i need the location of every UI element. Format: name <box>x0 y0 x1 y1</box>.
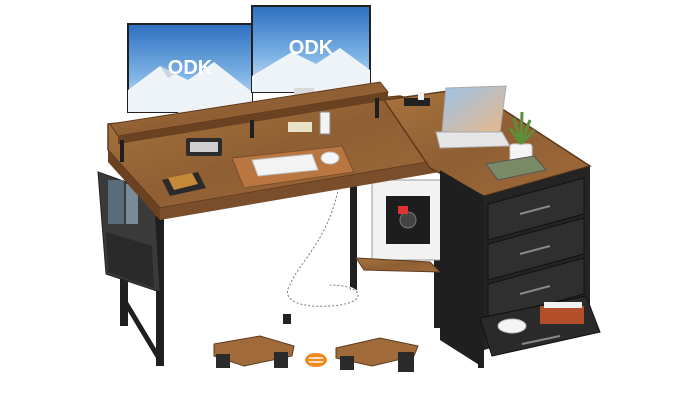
right-monitor: ODK <box>251 5 371 102</box>
pc-tower <box>371 179 443 261</box>
paper-roll <box>319 111 331 135</box>
drawer-cabinet <box>440 166 601 368</box>
power-cable <box>286 179 360 308</box>
desk-books <box>162 172 206 196</box>
mouse <box>320 151 340 165</box>
right-monitor-brand: ODK <box>289 37 334 59</box>
plug <box>283 314 291 324</box>
monitor-riser <box>109 81 389 162</box>
desk-accessory <box>288 122 312 132</box>
left-monitor-brand: ODK <box>168 57 213 79</box>
swap-arrows-icon <box>305 353 327 367</box>
layout-thumbnail-left <box>213 335 295 368</box>
power-outlet <box>404 98 430 106</box>
laptop <box>435 85 511 149</box>
digital-clock-icon <box>186 138 222 156</box>
left-monitor: ODK <box>127 23 253 126</box>
book-stack <box>485 155 547 181</box>
keyboard <box>251 153 319 177</box>
layout-thumbnail-right <box>335 337 419 372</box>
